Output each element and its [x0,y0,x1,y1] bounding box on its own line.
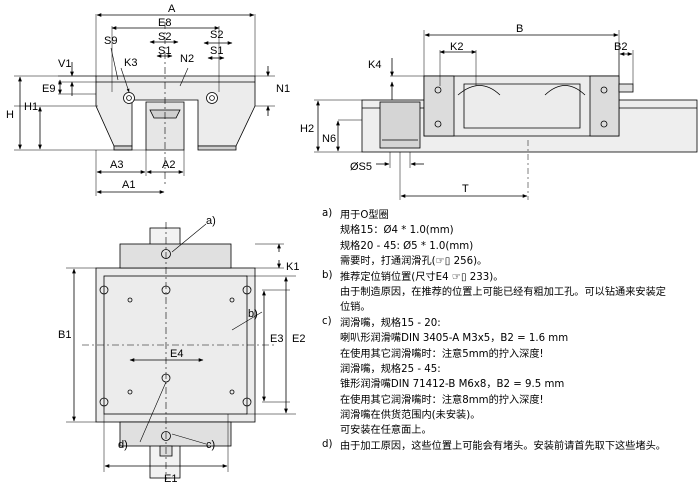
note-line: 喇叭形润滑嘴DIN 3405-A M3x5，B2 = 1.6 mm [340,333,569,345]
note-letter: a) [322,208,333,219]
label-S2b: S2 [210,29,223,41]
side-view [314,30,698,200]
label-H: H [6,109,14,121]
rail-hole [379,101,421,149]
label-B1: B1 [58,329,71,341]
label-c: c) [206,439,215,451]
label-OS5: ØS5 [350,161,372,173]
label-d: d) [118,439,128,451]
label-A1: A1 [122,179,135,191]
note-line: 润滑嘴，规格15 - 20: [340,317,441,329]
side-view-labels: B K2 B2 K4 H2 N6 ØS5 T [300,23,627,195]
front-view-labels: A E8 S9 K3 S2 S1 N2 S2 S1 V1 E9 N1 H H1 … [6,3,290,191]
note-line: 用于O型圈 [340,210,389,221]
note-line: 可安装在任意面上。 [340,425,432,437]
note-line: 需要时，打通润滑孔(☞▯ 256)。 [340,256,488,268]
label-B2: B2 [614,41,627,53]
note-line: 推荐定位销位置(尺寸E4 ☞▯ 233)。 [340,271,504,283]
label-K4: K4 [368,59,381,71]
label-N1: N1 [276,83,290,95]
label-E2: E2 [292,333,305,345]
top-view [66,222,296,480]
note-a: a) 用于O型圈 规格15：Ø4 * 1.0(mm) 规格20 - 45: Ø5… [322,208,700,270]
label-H2: H2 [300,123,314,135]
label-S1b: S1 [210,45,223,57]
note-line: 在使用其它润滑嘴时：注意8mm的拧入深度! [340,394,544,406]
note-line: 由于加工原因，这些位置上可能会有堵头。安装前请首先取下这些堵头。 [340,440,666,452]
note-line: 由于制造原因，在推荐的位置上可能已经有粗加工孔。可以钻通来安装定 [340,286,666,298]
label-E3: E3 [270,333,283,345]
note-line: 规格15：Ø4 * 1.0(mm) [340,225,454,237]
note-letter: c) [322,315,332,327]
note-line: 规格20 - 45: Ø5 * 1.0(mm) [340,240,474,252]
label-S1a: S1 [158,45,171,57]
label-a: a) [206,215,216,227]
label-B: B [516,23,523,35]
note-letter: d) [322,438,333,450]
note-line: 润滑嘴，规格25 - 45: [340,363,441,375]
label-K3: K3 [124,57,137,69]
label-T: T [462,183,469,195]
label-S9: S9 [104,35,117,47]
label-E8: E8 [158,17,171,29]
label-A2: A2 [162,159,175,171]
label-E9: E9 [42,83,55,95]
label-E4: E4 [170,348,183,360]
side-carriage [423,75,620,137]
front-view [14,13,275,196]
note-line: 润滑嘴在供货范围内(未安装)。 [340,410,481,422]
note-line: 锥形润滑嘴DIN 71412-B M6x8，B2 = 9.5 mm [340,379,565,391]
label-N2: N2 [180,53,194,65]
label-V1: V1 [58,58,71,70]
notes-list: a) 用于O型圈 规格15：Ø4 * 1.0(mm) 规格20 - 45: Ø5… [322,208,700,454]
lube-nipple [618,83,634,93]
label-E1: E1 [164,473,177,485]
label-A3: A3 [110,159,123,171]
note-line: 在使用其它润滑嘴时：注意5mm的拧入深度! [340,348,544,360]
label-N6: N6 [322,133,336,145]
label-b: b) [248,308,258,320]
note-b: b) 推荐定位销位置(尺寸E4 ☞▯ 233)。 由于制造原因，在推荐的位置上可… [322,270,700,316]
label-K1: K1 [286,261,299,273]
label-S2a: S2 [158,31,171,43]
note-line: 位销。 [340,302,371,314]
label-K2: K2 [450,41,463,53]
note-letter: b) [322,269,333,281]
label-A: A [168,3,176,15]
note-d: d) 由于加工原因，这些位置上可能会有堵头。安装前请首先取下这些堵头。 [322,439,700,454]
note-c: c) 润滑嘴，规格15 - 20: 喇叭形润滑嘴DIN 3405-A M3x5，… [322,316,700,439]
top-view-labels: a) b) c) d) K1 B1 E4 E3 E2 E1 [58,215,305,485]
label-H1: H1 [24,101,38,113]
